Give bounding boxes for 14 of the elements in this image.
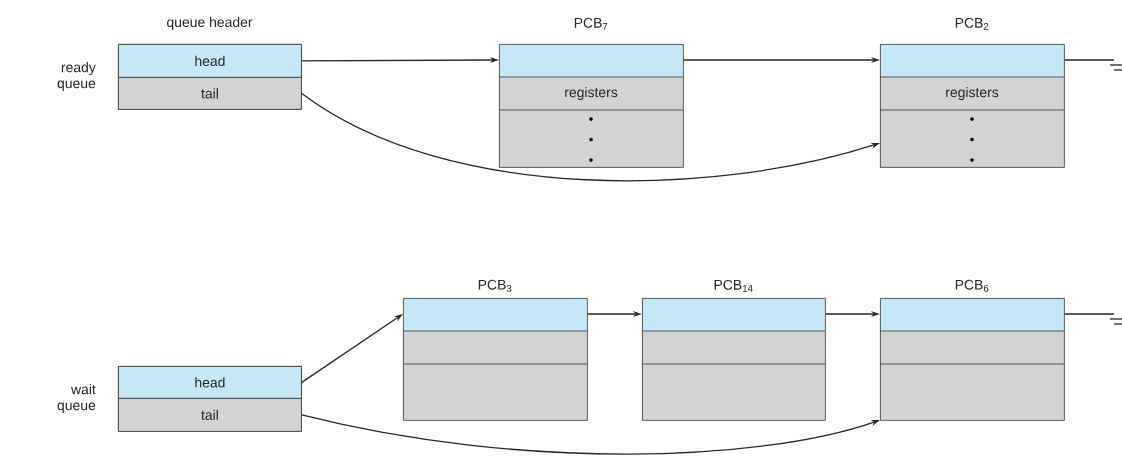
heading: PCB$_{14}$	[714, 279, 753, 292]
field-cell: head	[118, 366, 302, 399]
field-cell: tail	[118, 77, 302, 110]
field-cell: tail	[118, 398, 302, 432]
field-cell: head	[118, 44, 302, 78]
field-label: registers	[565, 87, 618, 100]
queue-label: ready queue	[57, 62, 96, 91]
heading: queue header	[167, 16, 253, 30]
queue-label: wait queue	[57, 384, 96, 413]
heading: PCB$_{2}$	[955, 17, 989, 30]
heading: PCB$_{7}$	[574, 17, 608, 30]
heading: PCB$_{6}$	[955, 279, 989, 292]
field-label: registers	[946, 87, 999, 100]
heading: PCB$_{3}$	[478, 279, 512, 292]
